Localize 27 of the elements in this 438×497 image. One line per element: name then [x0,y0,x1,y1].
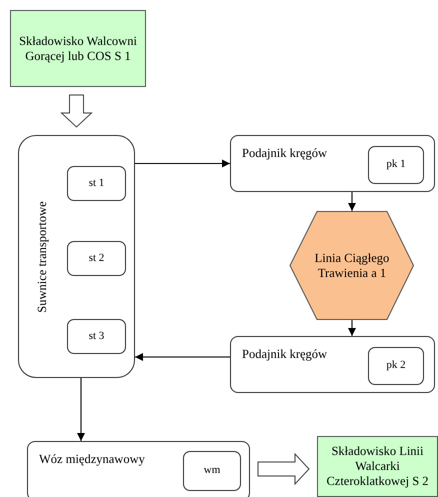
process-box [27,441,250,497]
process-label: Wóz międzynawowy [39,452,145,467]
storage-box [10,10,146,87]
storage-label: Składowisko Walcowni Gorącej lub COS S 1 [18,34,138,64]
process-label: Podajnik kręgów [242,146,328,161]
storage-label: Składowisko Linii Walcarki Czteroklatkowej S 2 [325,444,430,489]
arrow [348,192,356,212]
process-box [230,135,435,192]
process-label: Linia Ciągłego Trawienia a 1 [314,250,390,280]
unit-box: pk 2 [368,347,424,385]
arrow [134,160,230,168]
unit-box: pk 1 [368,146,424,184]
unit-box: st 1 [67,166,126,201]
process-box [230,336,435,393]
arrow [134,353,230,361]
process-label: Podajnik kręgów [242,347,328,362]
arrow [348,320,356,336]
unit-box: st 3 [67,319,126,354]
unit-box: st 2 [67,241,126,276]
unit-box: wm [183,451,241,491]
crane-group-box [18,135,135,378]
process-hexagon [290,211,414,320]
block-arrow [258,452,310,486]
arrow [77,378,85,442]
block-arrow [60,94,93,128]
storage-box [317,436,438,497]
group-label: Suwnice transportowe [35,200,50,312]
